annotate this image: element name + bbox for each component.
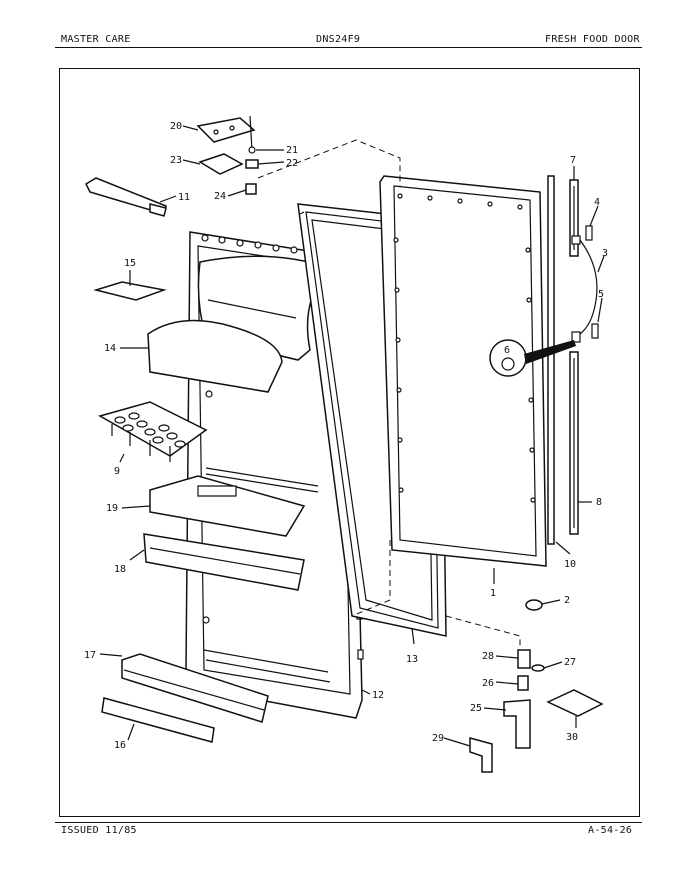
callout-8: 8 [596, 497, 602, 508]
footer-page-code: A-54-26 [588, 825, 633, 836]
callout-15: 15 [124, 258, 136, 269]
callout-1: 1 [490, 588, 496, 599]
diagram-frame [59, 68, 640, 817]
callout-leaders [99, 125, 605, 747]
callout-3: 3 [602, 248, 608, 259]
header-rule [55, 47, 642, 48]
callout-14: 14 [104, 343, 116, 354]
part-15-drawing [93, 281, 167, 301]
callout-29: 29 [432, 733, 444, 744]
bottom-shelf-drawing [101, 653, 269, 743]
callout-26: 26 [482, 678, 494, 689]
assembly-guide-lines [257, 139, 521, 650]
callout-30: 30 [566, 732, 578, 743]
callout-25: 25 [470, 703, 482, 714]
footer-rule [55, 822, 642, 823]
callout-27: 27 [564, 657, 576, 668]
callout-17: 17 [84, 650, 96, 661]
header-section-title: FRESH FOOD DOOR [545, 34, 640, 45]
bottom-hinge-parts-drawing [469, 649, 604, 773]
outer-door-panel-drawing [379, 175, 547, 567]
egg-tray-drawing [98, 401, 208, 462]
callout-12: 12 [372, 690, 384, 701]
callout-4: 4 [594, 197, 600, 208]
callout-5: 5 [598, 289, 604, 300]
footer-issue-date: ISSUED 11/85 [61, 825, 137, 836]
top-hinge-parts-drawing [85, 115, 259, 217]
zoom-detail-part-6 [489, 339, 576, 377]
callout-23: 23 [170, 155, 182, 166]
callout-22: 22 [286, 158, 298, 169]
cable-assembly-drawing [571, 225, 599, 343]
dairy-door-drawing [147, 319, 283, 393]
nut-part-2-drawing [525, 599, 543, 611]
callout-labels: 20 21 22 23 24 11 7 4 3 5 6 15 14 9 19 1… [84, 121, 608, 751]
header-model-number: DNS24F9 [316, 34, 361, 45]
callout-20: 20 [170, 121, 182, 132]
callout-24: 24 [214, 191, 226, 202]
callout-6: 6 [504, 345, 510, 356]
butter-compartment-drawing [149, 475, 306, 537]
callout-18: 18 [114, 564, 126, 575]
callout-9: 9 [114, 466, 120, 477]
callout-19: 19 [106, 503, 118, 514]
callout-7: 7 [570, 155, 576, 166]
callout-16: 16 [114, 740, 126, 751]
handle-strips-drawing [547, 175, 579, 545]
callout-13: 13 [406, 654, 418, 665]
door-shelf-drawing [143, 533, 305, 591]
callout-28: 28 [482, 651, 494, 662]
callout-11: 11 [178, 192, 190, 203]
callout-2: 2 [564, 595, 570, 606]
callout-21: 21 [286, 145, 298, 156]
header-model-brand: MASTER CARE [61, 34, 131, 45]
callout-10: 10 [564, 559, 576, 570]
